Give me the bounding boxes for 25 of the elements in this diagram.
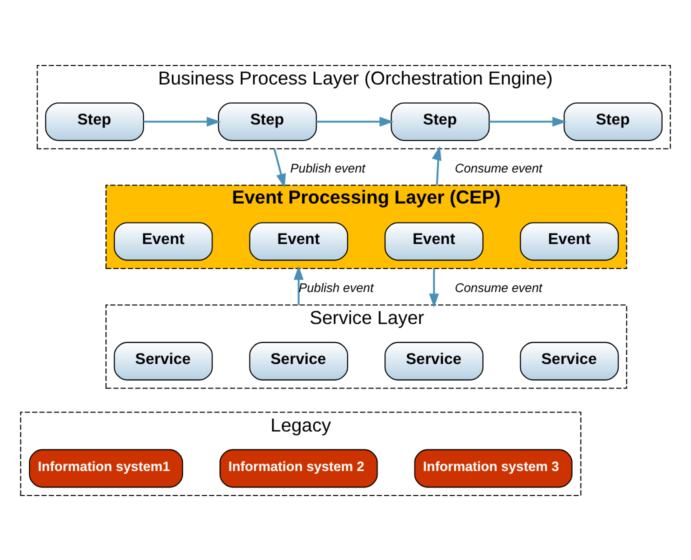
- node-box: Information system 3: [414, 448, 572, 488]
- arrow: [316, 116, 394, 126]
- node-box: Service: [384, 341, 484, 380]
- node-box: Information system1: [28, 448, 184, 488]
- node-box: Step: [564, 102, 663, 140]
- node-box: Event: [114, 222, 213, 260]
- node-box: Step: [390, 102, 490, 140]
- node-box: Service: [249, 341, 348, 380]
- arrow: [489, 116, 567, 126]
- node-box: Event: [520, 222, 619, 260]
- node-box: Step: [45, 102, 144, 140]
- arrow: [429, 268, 439, 308]
- node-box: Service: [520, 341, 619, 380]
- arrow: [432, 146, 442, 185]
- arrow: [273, 148, 286, 188]
- edge-label: Consume event: [454, 280, 542, 295]
- edge-label: Consume event: [454, 160, 542, 175]
- arrow: [294, 265, 304, 304]
- node-box: Service: [114, 341, 213, 380]
- node-box: Event: [249, 222, 348, 260]
- node-box: Step: [218, 102, 317, 140]
- arrow: [144, 116, 221, 126]
- node-box: Event: [384, 222, 484, 260]
- node-box: Information system 2: [220, 448, 378, 488]
- edge-label: Publish event: [290, 160, 366, 175]
